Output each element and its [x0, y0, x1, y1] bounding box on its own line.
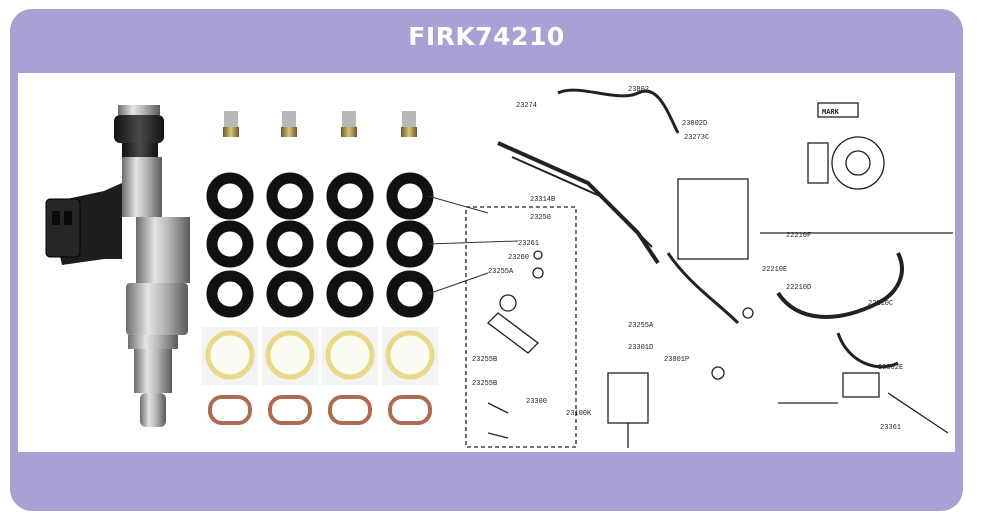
product-title: FIRK74210	[408, 22, 565, 51]
diagram-label: 23802E	[878, 364, 903, 372]
diagram-label: 23314B	[530, 196, 555, 204]
diagram-label: 22210D	[786, 284, 811, 292]
diagram-label: 22210C	[868, 300, 893, 308]
diagram-label: 23261	[518, 240, 539, 248]
diagram-label: 23301D	[628, 344, 653, 352]
o-rings	[206, 172, 434, 318]
diagram-label: 23250	[530, 214, 551, 222]
parts-diagram	[465, 88, 953, 448]
diagram-label: 23802	[628, 86, 649, 94]
diagram-label: 23361	[880, 424, 901, 432]
diagram-label: MARK	[822, 109, 840, 117]
diagram-label: 23100K	[566, 410, 592, 418]
pintle-caps	[202, 327, 438, 385]
diagram-label: 22210E	[762, 266, 787, 274]
diagram-label: 23273C	[684, 134, 709, 142]
diagram-label: 23274	[516, 102, 537, 110]
diagram-label: 23255B	[472, 356, 497, 364]
diagram-label: 23255A	[628, 322, 654, 330]
diagram-label: 23255B	[472, 380, 497, 388]
diagram-label: 23255A	[488, 268, 514, 276]
pointer-lines	[427, 195, 519, 295]
filter-baskets	[223, 111, 417, 137]
product-image-panel: 23274 23802 23802D 23273C 23314B 23250 2…	[18, 73, 955, 452]
gaskets	[208, 395, 432, 425]
product-photo: 23274 23802 23802D 23273C 23314B 23250 2…	[45, 86, 953, 448]
diagram-label: 23802D	[682, 120, 707, 128]
diagram-label: 23801P	[664, 356, 689, 364]
diagram-label: 23260	[508, 254, 529, 262]
fuel-injector	[45, 105, 190, 427]
diagram-label: 23300	[526, 398, 547, 406]
diagram-label: 22210F	[786, 232, 811, 240]
